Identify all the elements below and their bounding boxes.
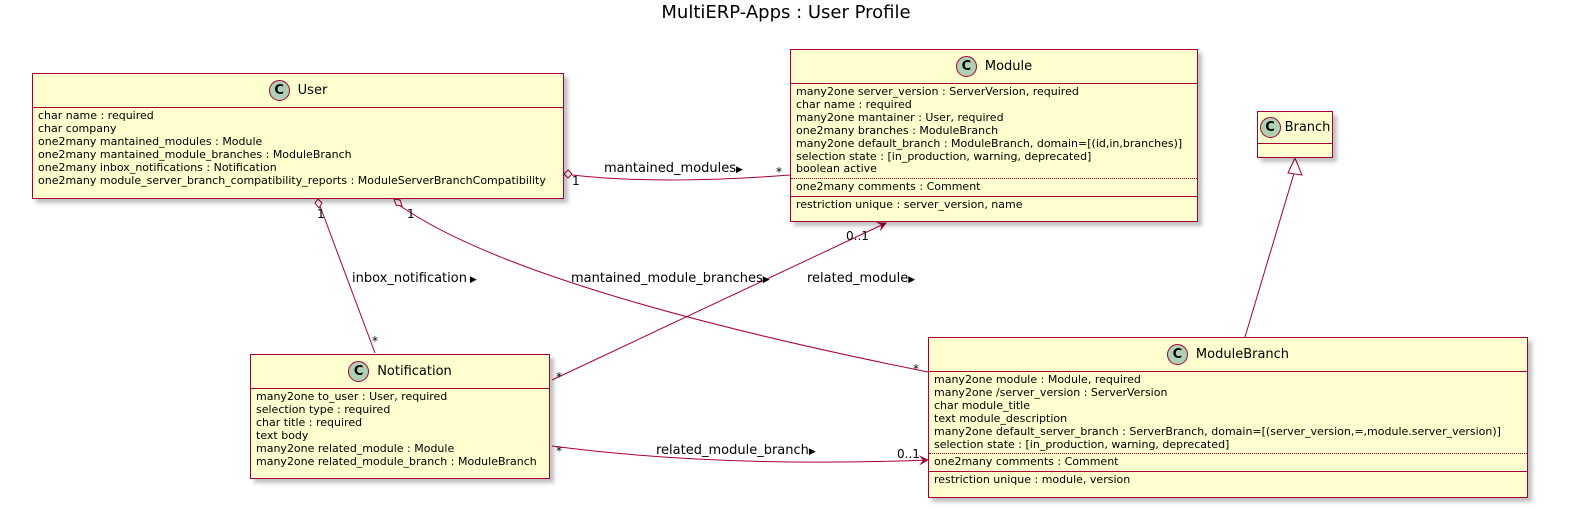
class-field: char name : required [38,109,154,122]
class-fields: many2one server_version : ServerVersion,… [791,84,1197,178]
class-field: char module_title [934,398,1031,412]
relation-label-mantained-modules: mantained_modules▶ [604,161,743,176]
aggregation-diamond-icon [393,198,403,207]
class-name: Module [984,59,1033,74]
class-field: one2many mantained_module_branches : Mod… [38,147,352,161]
class-name: ModuleBranch [1195,347,1290,362]
class-badge-icon: C [268,80,290,101]
inheritance-line [1244,169,1296,338]
class-field: many2one related_module : Module [256,441,455,455]
multiplicity: * [372,334,378,348]
direction-arrow-icon: ▶ [808,447,816,457]
class-field: many2one default_server_branch : ServerB… [934,424,1501,438]
class-field: one2many comments : Comment [796,180,981,194]
class-badge-icon: C [955,56,977,77]
relation-label: mantained_modules [604,161,737,176]
aggregation-diamond-icon [314,198,323,209]
relation-line-mantained-modules [571,174,791,181]
class-field: one2many module_server_branch_compatibil… [38,173,546,187]
class-constraint-section: restriction unique : module, version [929,471,1527,489]
relation-label-mantained-module-branches: mantained_module_branches▶ [571,271,770,286]
aggregation-diamond-icon [563,169,573,179]
relation-line-inbox-notification [319,205,376,354]
class-branch[interactable]: C Branch [1257,111,1333,158]
class-field: text body [256,428,309,442]
relation-label: mantained_module_branches [571,271,763,286]
class-header: C ModuleBranch [929,338,1527,372]
class-field: one2many mantained_modules : Module [38,134,263,148]
class-notification[interactable]: C Notification many2one to_user : User, … [250,354,550,479]
class-field: char title : required [256,415,363,429]
class-field: selection state : [in_production, warnin… [796,149,1092,163]
class-field: many2one module : Module, required [934,373,1141,386]
multiplicity: * [556,444,562,458]
class-empty-fields [1258,144,1332,150]
direction-arrow-icon: ▶ [762,275,770,285]
multiplicity: * [913,362,919,376]
multiplicity: 1 [572,174,580,188]
relation-label-related-module-branch: related_module_branch▶ [656,443,816,458]
class-field: many2one related_module_branch : ModuleB… [256,454,537,468]
class-field: text module_description [934,411,1068,425]
class-field: selection state : [in_production, warnin… [934,437,1230,451]
class-badge-icon: C [1166,344,1188,365]
class-related-section: one2many comments : Comment [929,453,1527,471]
relation-label-inbox-notification: inbox_notification ▶ [352,271,477,286]
class-header: C Module [791,50,1197,84]
class-name: Branch [1284,120,1331,135]
class-constraint: restriction unique : module, version [934,473,1131,487]
class-field: one2many comments : Comment [934,455,1119,469]
multiplicity: 0..1 [846,229,869,243]
class-field: many2one /server_version : ServerVersion [934,385,1168,399]
class-constraint-section: restriction unique : server_version, nam… [791,196,1197,214]
multiplicity: 1 [407,207,415,221]
class-field: one2many branches : ModuleBranch [796,123,999,137]
class-field: boolean active [796,162,877,176]
relation-line-related-module [551,222,887,381]
multiplicity: 0..1 [897,447,920,461]
class-field: many2one to_user : User, required [256,390,448,403]
class-modulebranch[interactable]: C ModuleBranch many2one module : Module,… [928,337,1528,498]
class-module[interactable]: C Module many2one server_version : Serve… [790,49,1198,222]
class-header: C Notification [251,355,549,389]
multiplicity: * [776,165,782,179]
relation-line-related-module-branch [551,445,929,466]
class-header: C User [33,74,563,108]
class-field: char name : required [796,97,912,111]
class-badge-icon: C [1259,117,1281,138]
class-field: many2one default_branch : ModuleBranch, … [796,136,1183,150]
class-badge-icon: C [348,361,370,382]
class-user[interactable]: C User char name : required char company… [32,73,564,199]
class-constraint: restriction unique : server_version, nam… [796,198,1023,212]
direction-arrow-icon: ▶ [736,165,743,175]
relation-label: related_module [807,271,909,286]
relation-label-related-module: related_module▶ [807,271,915,286]
direction-arrow-icon: ▶ [466,275,477,285]
class-fields: char name : required char company one2ma… [33,108,563,189]
relation-label: related_module_branch [656,443,809,458]
class-fields: many2one module : Module, required many2… [929,372,1527,453]
inheritance-triangle-icon [1287,156,1303,176]
direction-arrow-icon: ▶ [908,275,916,285]
relation-line-mantained-module-branches [398,204,929,373]
class-name: Notification [377,364,452,379]
class-field: many2one mantainer : User, required [796,110,1004,124]
multiplicity: * [556,370,562,384]
class-related-section: one2many comments : Comment [791,178,1197,196]
diagram-title: MultiERP-Apps : User Profile [661,2,911,23]
class-field: many2one server_version : ServerVersion,… [796,85,1079,98]
relation-label: inbox_notification [352,271,467,286]
multiplicity: 1 [317,207,325,221]
class-field: selection type : required [256,402,391,416]
class-fields: many2one to_user : User, required select… [251,389,549,470]
class-name: User [297,83,328,98]
class-field: char company [38,121,117,135]
class-header: C Branch [1258,112,1332,144]
class-field: one2many inbox_notifications : Notificat… [38,160,277,174]
